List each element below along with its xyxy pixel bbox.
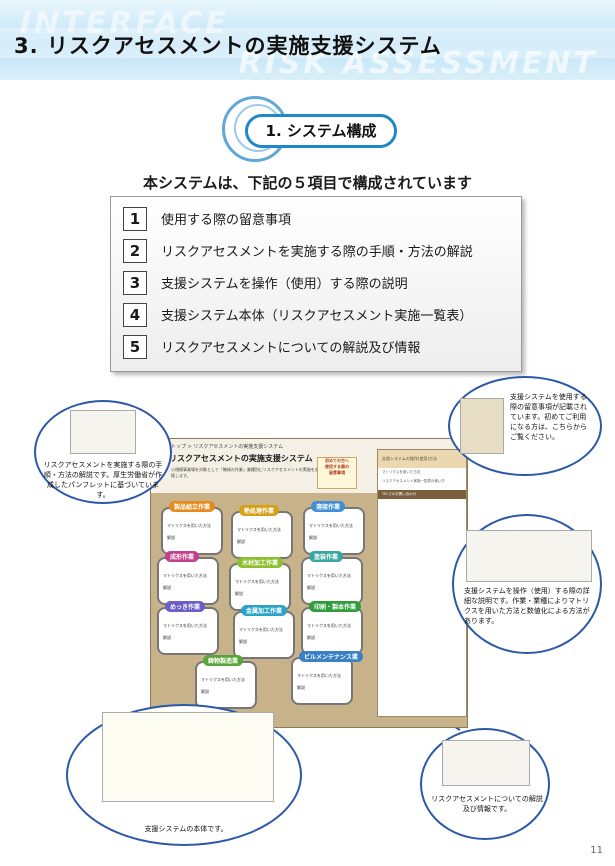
note-line: 初めての方へ <box>325 458 349 463</box>
card-title: 印刷・製本作業 <box>309 601 362 612</box>
items-list: 1 使用する際の留意事項 2 リスクアセスメントを実施する際の手順・方法の解説 … <box>110 196 522 372</box>
card-title: 溶接作業 <box>311 501 346 512</box>
work-card[interactable]: 木材加工作業 マトリクスを用いた方法 解説 <box>229 557 291 611</box>
callout-text: 支援システムを使用する際の留意事項が記載されています。初めてご利用になる方は、こ… <box>510 393 587 441</box>
callout-bottom-left: 支援システムの本体です。 <box>66 704 302 846</box>
card-title: めっき作業 <box>165 601 206 612</box>
card-link[interactable]: マトリクスを用いた方法 <box>163 623 207 628</box>
card-link[interactable]: マトリクスを用いた方法 <box>167 523 211 528</box>
work-card[interactable]: 成形作業 マトリクスを用いた方法 解説 <box>157 551 219 605</box>
right-panel-tel[interactable]: TELでのお問い合わせ <box>378 490 466 499</box>
card-link[interactable]: 解説 <box>237 539 245 544</box>
card-link[interactable]: マトリクスを用いた方法 <box>307 573 351 578</box>
card-link[interactable]: マトリクスを用いた方法 <box>309 523 353 528</box>
note-line: 留意事項 <box>329 470 345 475</box>
callout-top-left: リスクアセスメントを実施する際の手順・方法の解説です。厚生労働省が作成したパンフ… <box>34 400 172 504</box>
card-title: 金属加工作業 <box>241 605 288 616</box>
work-card[interactable]: 金属加工作業 マトリクスを用いた方法 解説 <box>233 605 295 659</box>
card-link[interactable]: 解説 <box>201 689 209 694</box>
operation-thumbnail <box>466 530 592 582</box>
right-panel-link[interactable]: マトリクスを用いた方法 <box>382 470 421 474</box>
work-card[interactable]: めっき作業 マトリクスを用いた方法 解説 <box>157 601 219 655</box>
card-title: 鋳物製造業 <box>203 655 244 666</box>
section-label: 1. システム構成 <box>245 114 397 148</box>
card-link[interactable]: 解説 <box>309 535 317 540</box>
card-title: 塗装作業 <box>309 551 344 562</box>
card-link[interactable]: 解説 <box>163 635 171 640</box>
item-number: 4 <box>123 303 147 327</box>
item-number: 5 <box>123 335 147 359</box>
callout-top-right: 支援システムを使用する際の留意事項が記載されています。初めてご利用になる方は、こ… <box>448 376 602 476</box>
item-text: 支援システムを操作（使用）する際の説明 <box>161 277 408 292</box>
card-link[interactable]: 解説 <box>297 685 305 690</box>
item-text: リスクアセスメントを実施する際の手順・方法の解説 <box>161 245 473 260</box>
callout-bottom-right: リスクアセスメントについての解説及び情報です。 <box>420 728 550 840</box>
work-card[interactable]: 熱処理作業 マトリクスを用いた方法 解説 <box>231 505 293 559</box>
item-number: 2 <box>123 239 147 263</box>
website-screenshot: トップ > リスクアセスメントの実施支援システム リスクアセスメントの実施支援シ… <box>150 438 468 728</box>
callout-text: リスクアセスメントを実施する際の手順・方法の解説です。厚生労働省が作成したパンフ… <box>43 461 163 499</box>
breadcrumb[interactable]: トップ > リスクアセスメントの実施支援システム <box>171 444 284 450</box>
card-link[interactable]: 解説 <box>167 535 175 540</box>
item-number: 3 <box>123 271 147 295</box>
site-description: 小規模事業場を対象として「機械の作業」業種別にリスクアセスメントの実施を支援しま… <box>171 467 319 478</box>
document-thumbnail <box>460 398 504 454</box>
card-link[interactable]: 解説 <box>239 639 247 644</box>
work-card[interactable]: ビルメンテナンス業 マトリクスを用いた方法 解説 <box>291 651 363 705</box>
work-card[interactable]: 溶接作業 マトリクスを用いた方法 解説 <box>303 501 365 555</box>
card-link[interactable]: マトリクスを用いた方法 <box>297 673 341 678</box>
work-card[interactable]: 塗装作業 マトリクスを用いた方法 解説 <box>301 551 363 605</box>
card-link[interactable]: 解説 <box>307 635 315 640</box>
card-link[interactable]: マトリクスを用いた方法 <box>235 579 279 584</box>
card-link[interactable]: 解説 <box>235 591 243 596</box>
card-link[interactable]: マトリクスを用いた方法 <box>201 677 245 682</box>
info-thumbnail <box>442 740 530 786</box>
card-title: 木材加工作業 <box>237 557 284 568</box>
system-thumbnail <box>102 712 274 802</box>
pamphlet-thumbnail <box>70 410 136 454</box>
card-title: 熱処理作業 <box>239 505 280 516</box>
site-title: リスクアセスメントの実施支援システム <box>169 454 313 463</box>
item-number: 1 <box>123 207 147 231</box>
card-title: 製品組立作業 <box>169 501 216 512</box>
right-panel-header: 支援システムの操作(使用)方法 <box>378 450 466 468</box>
card-title: 成形作業 <box>165 551 200 562</box>
right-panel-text: リスクアセスメント実施一覧表の使い方 <box>382 479 445 483</box>
sticky-note[interactable]: 初めての方へ 使用する際の 留意事項 <box>317 457 357 489</box>
banner-watermark-top: INTERFACE <box>20 6 229 41</box>
header-banner: INTERFACE RISK ASSESSMENT 3. リスクアセスメントの実… <box>0 0 615 80</box>
card-link[interactable]: 解説 <box>307 585 315 590</box>
card-link[interactable]: 解説 <box>163 585 171 590</box>
card-link[interactable]: マトリクスを用いた方法 <box>237 527 281 532</box>
item-text: 使用する際の留意事項 <box>161 213 292 228</box>
card-link[interactable]: マトリクスを用いた方法 <box>163 573 207 578</box>
card-title: ビルメンテナンス業 <box>299 651 363 662</box>
callout-text: リスクアセスメントについての解説及び情報です。 <box>431 795 543 813</box>
callout-text: 支援システムを操作（使用）する際の詳細な説明です。作業・業種によりマトリクスを用… <box>464 587 590 625</box>
note-line: 使用する際の <box>325 464 349 469</box>
banner-stripe <box>0 28 615 58</box>
callout-text: 支援システムの本体です。 <box>144 825 228 833</box>
work-card[interactable]: 印刷・製本作業 マトリクスを用いた方法 解説 <box>301 601 363 655</box>
banner-watermark-bottom: RISK ASSESSMENT <box>238 46 597 80</box>
card-link[interactable]: マトリクスを用いた方法 <box>307 623 351 628</box>
work-card[interactable]: 製品組立作業 マトリクスを用いた方法 解説 <box>161 501 223 555</box>
work-card[interactable]: 鋳物製造業 マトリクスを用いた方法 解説 <box>195 655 257 709</box>
page-title: 3. リスクアセスメントの実施支援システム <box>14 34 442 58</box>
item-text: 支援システム本体（リスクアセスメント実施一覧表） <box>161 309 473 324</box>
intro-text: 本システムは、下記の５項目で構成されています <box>142 174 473 192</box>
item-text: リスクアセスメントについての解説及び情報 <box>161 341 421 356</box>
card-link[interactable]: マトリクスを用いた方法 <box>239 627 283 632</box>
page-number: 11 <box>590 845 603 856</box>
callout-middle-right: 支援システムを操作（使用）する際の詳細な説明です。作業・業種によりマトリクスを用… <box>452 514 602 654</box>
